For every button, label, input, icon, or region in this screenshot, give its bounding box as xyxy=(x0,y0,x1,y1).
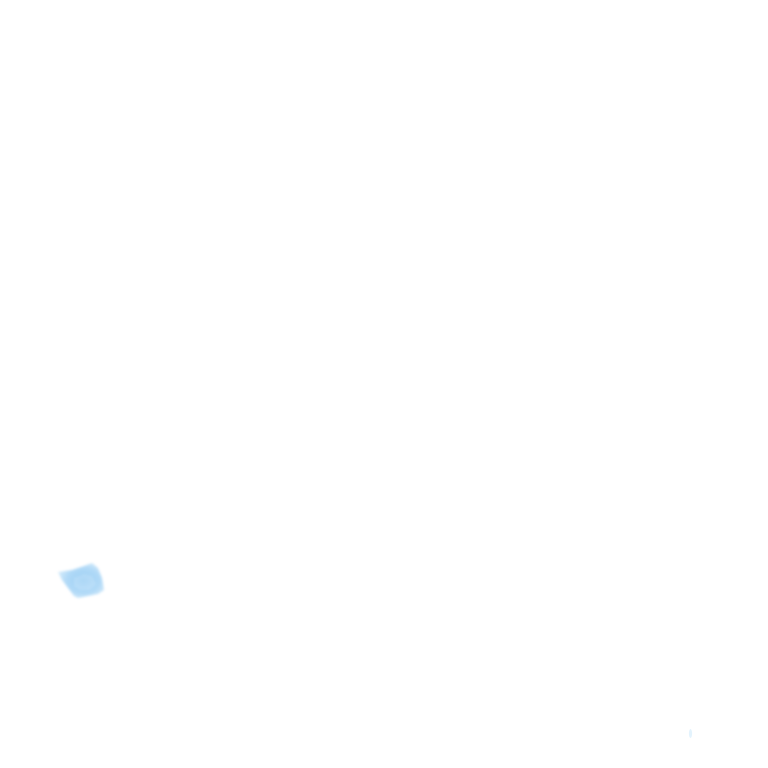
faint-paint-speck-icon xyxy=(688,729,693,738)
blue-paint-smudge-icon xyxy=(58,563,104,598)
smudge-highlight xyxy=(74,574,96,590)
smudge-shape xyxy=(58,563,104,598)
